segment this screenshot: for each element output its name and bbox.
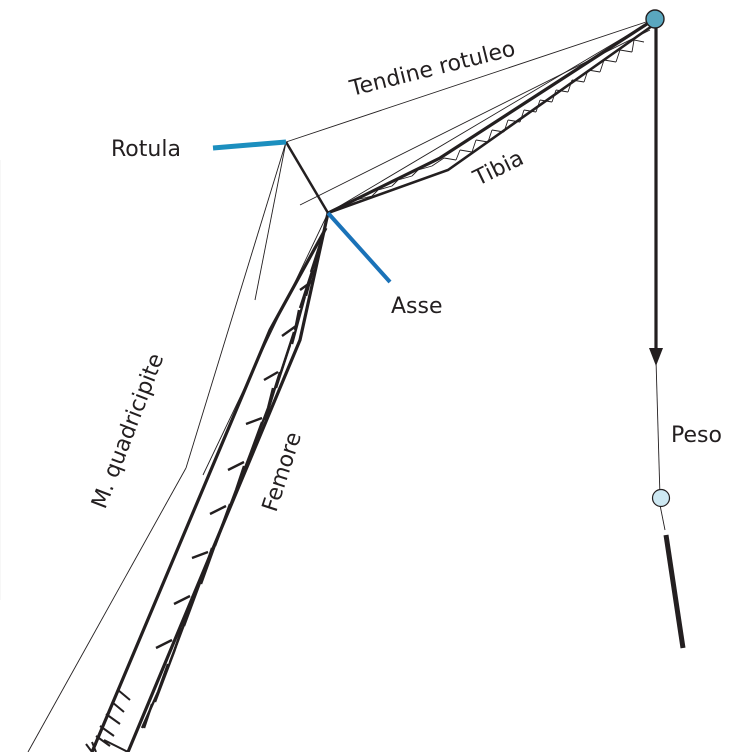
patella-label: Rotula: [111, 137, 181, 162]
patella-strut: [284, 141, 330, 214]
weight-lower-thin: [659, 504, 666, 531]
weight-vector: [649, 19, 663, 366]
tendon-label: Tendine rotuleo: [346, 37, 517, 102]
quadriceps-line: [185, 141, 287, 469]
tendon-line: [285, 18, 656, 143]
cable-patella-left: [254, 141, 287, 301]
femur-label: Femore: [258, 429, 307, 515]
cable-lines: [27, 18, 666, 752]
femur-truss: [85, 212, 330, 752]
axis-marker: [326, 211, 392, 284]
tibia-truss: [327, 20, 653, 215]
quadriceps-lower-line: [27, 467, 187, 752]
axis-label: Asse: [391, 294, 443, 319]
weight-thin-line: [655, 359, 661, 498]
weight-node: [651, 488, 671, 508]
quadriceps-label: M. quadricipite: [87, 350, 169, 512]
cable-joint-top: [327, 18, 656, 214]
top-node: [645, 9, 665, 29]
tibia-label: Tibia: [469, 146, 528, 192]
patella-marker: [212, 139, 287, 151]
weight-bar: [663, 534, 686, 649]
weight-label: Peso: [671, 423, 722, 448]
